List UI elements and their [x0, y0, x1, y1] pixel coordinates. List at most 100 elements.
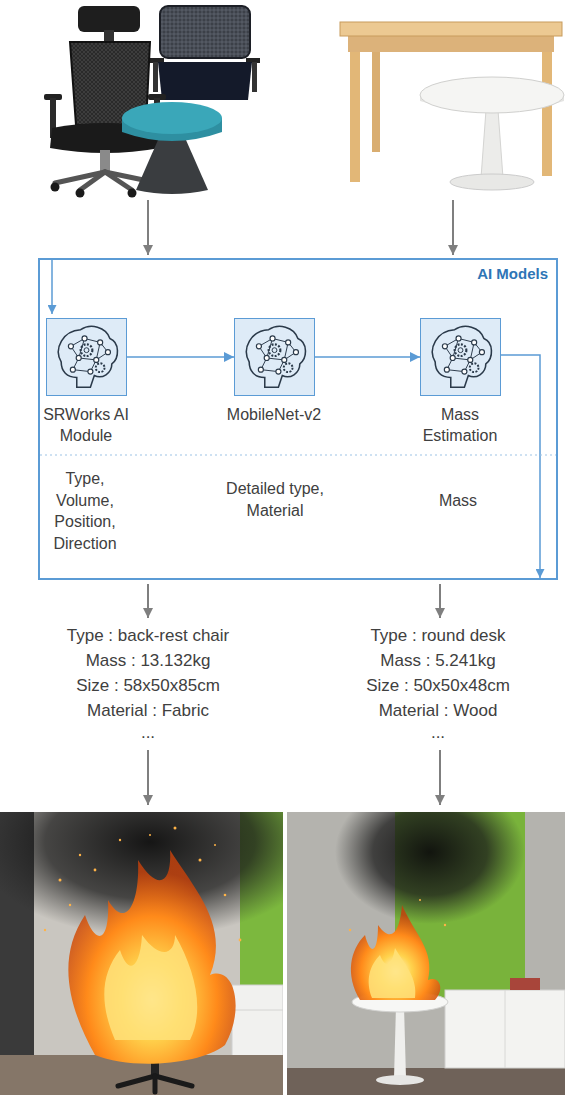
burning-chair — [155, 1076, 192, 1086]
output-description: Detailed type, Material — [210, 478, 340, 521]
fire-photo-chair — [59, 879, 62, 882]
result-line: Material : Fabric — [18, 700, 278, 723]
fire-photo-chair — [104, 935, 197, 1040]
wooden-table — [372, 40, 380, 152]
output-description: Type, Volume, Position, Direction — [42, 468, 128, 554]
fire-photo-chair — [79, 854, 81, 856]
blue-stool — [122, 102, 222, 134]
fire-photo-chair — [149, 834, 151, 836]
fire-photo-chair — [239, 939, 242, 942]
wooden-table — [350, 36, 360, 182]
result-line: Mass : 13.132kg — [18, 650, 278, 673]
result-line: Size : 50x50x48cm — [313, 675, 563, 698]
flow-arrows — [452, 200, 454, 255]
fire-photo-table — [287, 812, 565, 1095]
blue-stool — [122, 102, 222, 194]
burning-table — [376, 1075, 424, 1085]
group-title: AI Models — [477, 264, 548, 284]
blue-stool — [136, 140, 208, 194]
result-line: Type : round desk — [313, 625, 563, 648]
wooden-table — [340, 22, 562, 36]
model-label: MobileNet-v2 — [209, 405, 339, 426]
result-line: ... — [18, 722, 278, 745]
office-chair — [51, 183, 60, 192]
fire-photo-table — [369, 948, 416, 998]
result-line: Type : back-rest chair — [18, 625, 278, 648]
mesh-chair — [150, 6, 260, 100]
model-box: SRWorks AI Module — [46, 318, 127, 396]
ai-box-lines — [40, 454, 556, 455]
office-chair — [100, 150, 110, 172]
burning-chair — [153, 1076, 158, 1092]
office-chair — [76, 189, 85, 198]
fire-photo-table — [510, 978, 540, 990]
model-box: Mass Estimation — [420, 318, 501, 396]
burning-chair — [118, 1076, 155, 1086]
fire-photo-table — [335, 812, 525, 924]
fire-photo-chair — [0, 812, 283, 1095]
flow-arrows — [147, 584, 149, 618]
fire-photo-chair — [224, 894, 227, 897]
group-box: AI ModelsSRWorks AI ModuleMobileNet-v2Ma… — [38, 258, 558, 580]
round-table — [481, 110, 503, 178]
wooden-table — [348, 36, 554, 52]
output-description: Mass — [418, 490, 498, 512]
fire-photo-table — [444, 924, 446, 926]
fire-photo-table — [505, 990, 506, 1068]
flow-arrow — [127, 356, 234, 358]
network-icon — [235, 319, 314, 395]
result-line: Size : 58x50x85cm — [18, 675, 278, 698]
fire-photo-chair — [69, 904, 71, 906]
fire-photo-chair — [119, 839, 121, 841]
tables-photo — [340, 22, 564, 190]
burning-table — [352, 992, 448, 1085]
fire-photo-table — [445, 990, 565, 1068]
office-chair — [78, 6, 140, 32]
mesh-chair — [160, 6, 250, 58]
fire-photo-chair — [94, 869, 97, 872]
flow-arrow — [315, 356, 420, 358]
flow-arrows — [147, 750, 149, 805]
round-table — [450, 174, 534, 190]
fire-photo-table — [349, 929, 351, 931]
fire-photo-chair — [44, 827, 242, 942]
flow-arrows — [439, 584, 441, 618]
fire-photo-chair — [214, 844, 216, 846]
fire-photo-table — [351, 905, 440, 1000]
office-chair — [80, 172, 105, 190]
fire-photo-chair — [199, 859, 202, 862]
office-chair — [104, 30, 114, 42]
mesh-chair — [153, 62, 158, 92]
result-line: ... — [313, 722, 563, 745]
network-icon — [421, 319, 500, 395]
round-table — [420, 77, 564, 190]
ai-box-lines — [500, 355, 540, 578]
burning-chair — [118, 1076, 192, 1092]
ai-box-lines — [51, 260, 53, 314]
office-chair — [128, 189, 137, 198]
chairs-photo — [44, 6, 260, 198]
flow-arrows — [439, 750, 441, 805]
network-icon — [47, 319, 126, 395]
fire-photo-table — [419, 899, 421, 901]
round-table — [420, 77, 564, 113]
mesh-chair — [252, 62, 257, 92]
burning-table — [394, 1006, 406, 1078]
result-line: Mass : 5.241kg — [313, 650, 563, 673]
model-box: MobileNet-v2 — [234, 318, 315, 396]
fire-photo-chair — [68, 850, 235, 1064]
model-label: Mass Estimation — [410, 405, 510, 447]
network-icon — [58, 326, 117, 387]
fire-photo-chair — [44, 929, 46, 931]
network-icon — [432, 326, 491, 387]
network-icon — [246, 326, 305, 387]
mesh-chair — [158, 62, 252, 100]
fire-photo-chair — [174, 827, 177, 830]
result-line: Material : Wood — [313, 700, 563, 723]
fire-photo-table — [349, 899, 446, 931]
model-label: SRWorks AI Module — [36, 405, 136, 447]
flow-arrows — [147, 200, 149, 255]
fire-photo-table — [287, 1068, 565, 1095]
fire-photo-chair — [232, 1010, 283, 1011]
